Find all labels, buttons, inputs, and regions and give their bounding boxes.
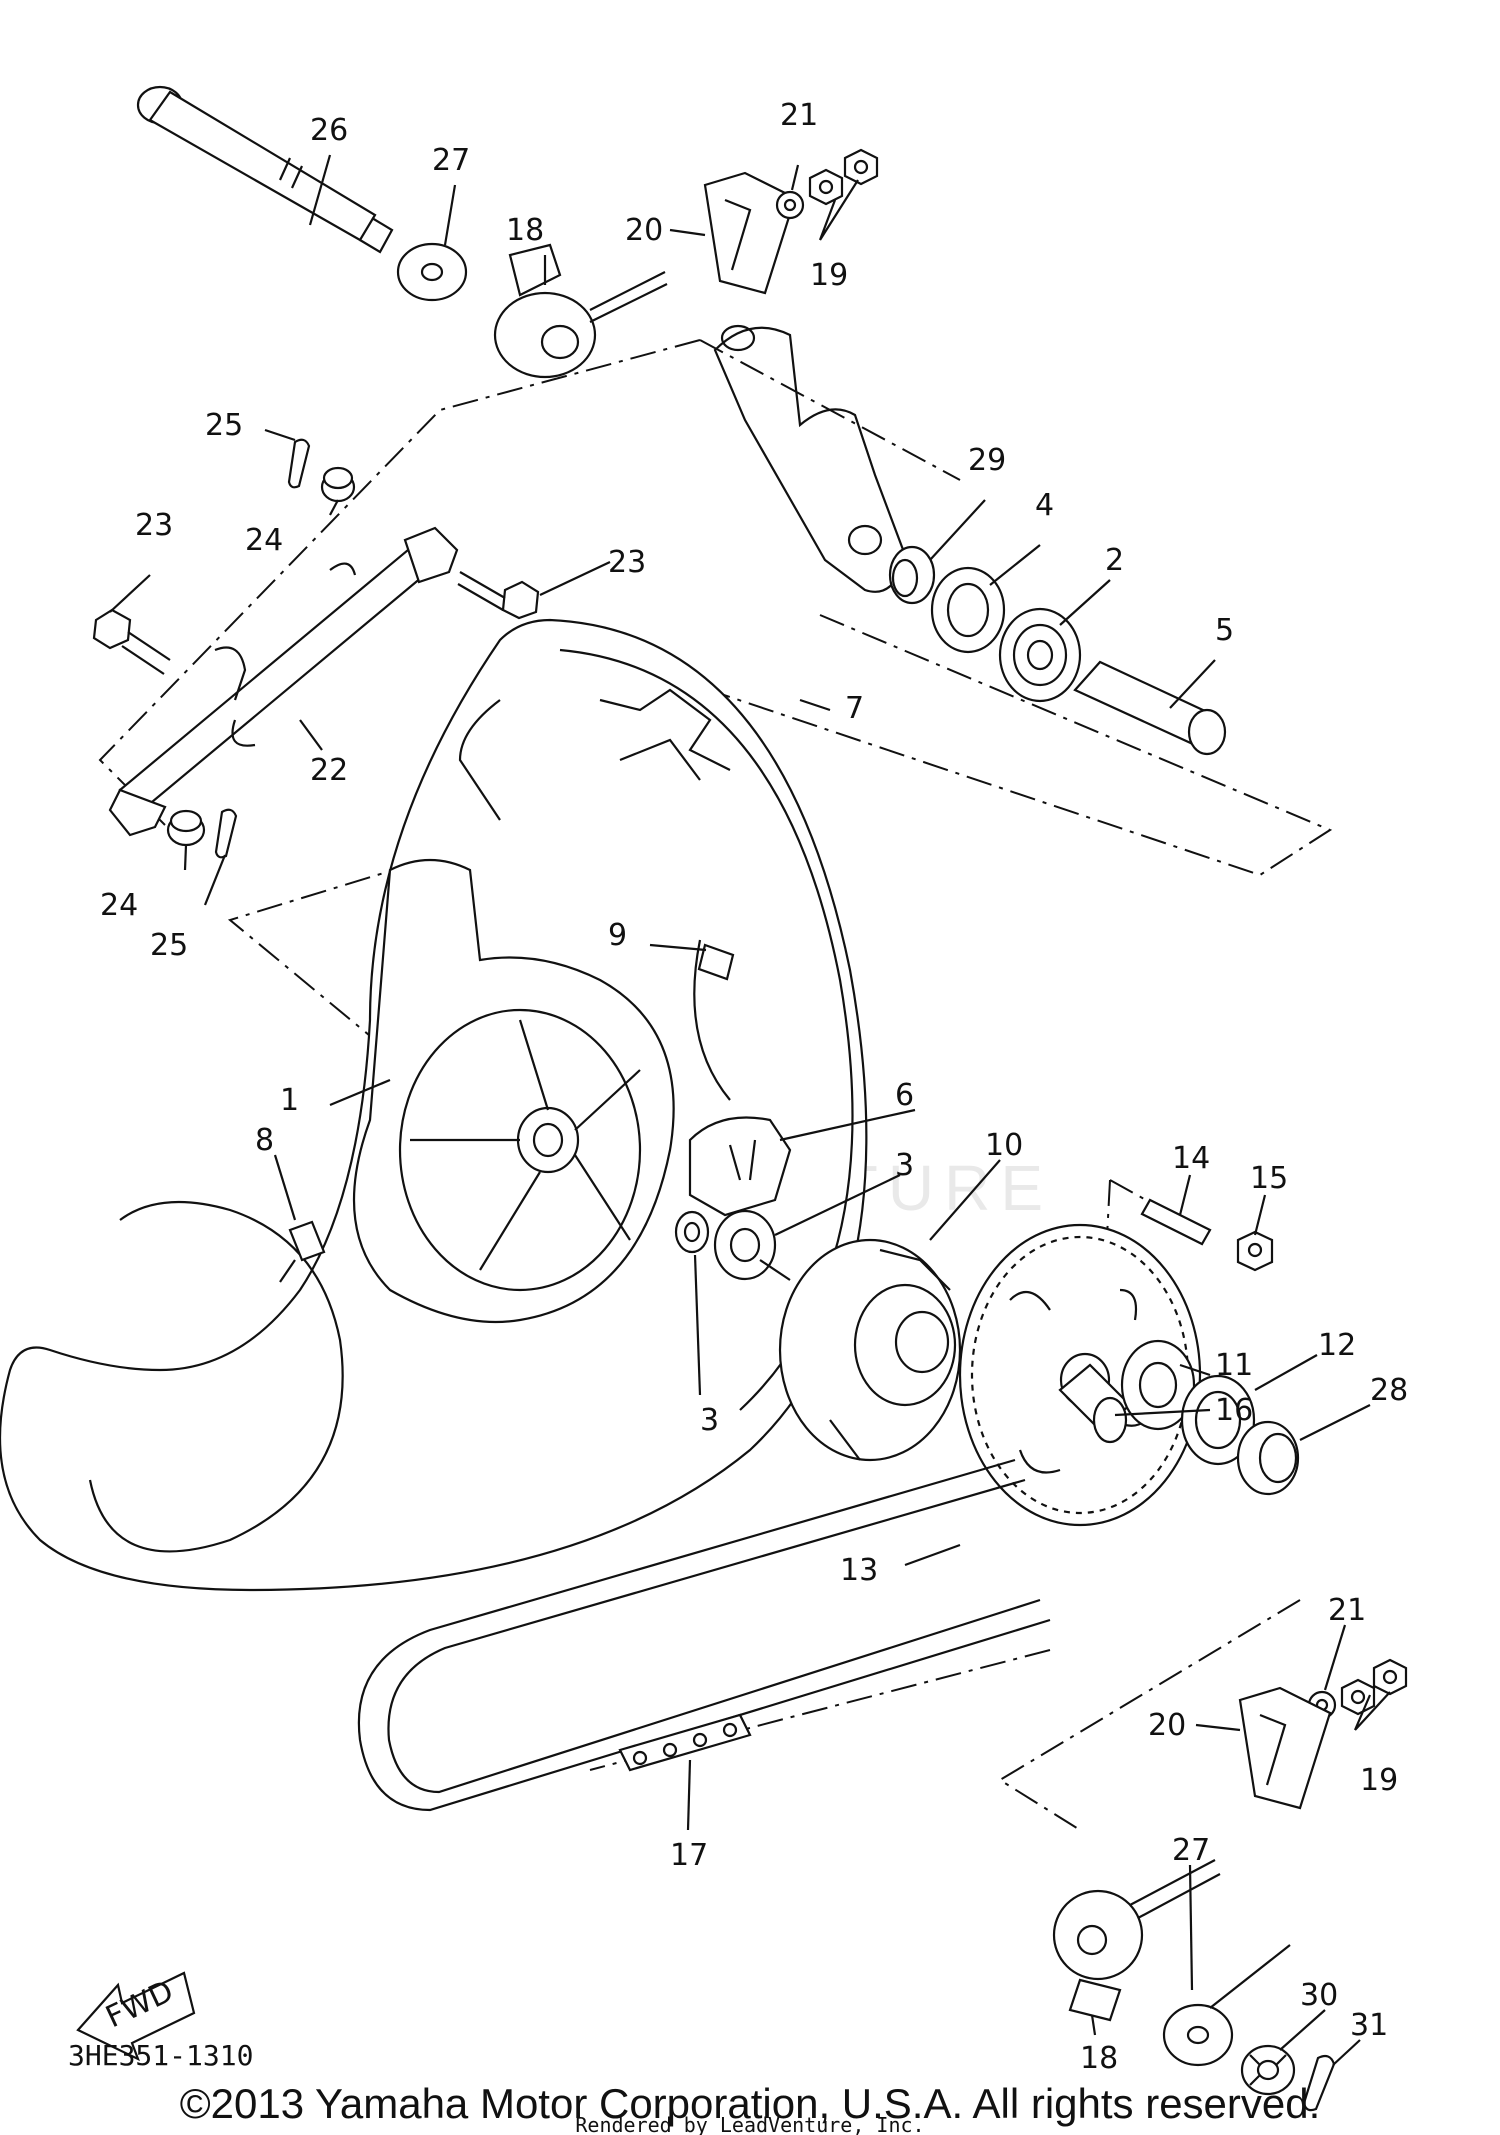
part-label-12: 12 [1318, 1328, 1356, 1363]
nuts-part-19-top [808, 148, 879, 206]
collar-part-29 [888, 545, 936, 605]
part-label-24-top: 24 [245, 523, 283, 558]
part-label-31: 31 [1350, 2008, 1388, 2043]
part-label-1: 1 [280, 1083, 299, 1118]
part-label-27-top: 27 [432, 143, 470, 178]
washer-part-21-top [775, 190, 805, 220]
leader-lines [109, 154, 1391, 2066]
part-label-8: 8 [255, 1123, 274, 1158]
spacer-part-5 [1073, 660, 1227, 756]
part-label-16: 16 [1215, 1393, 1253, 1428]
bolt-part-23-left [92, 608, 171, 675]
bearing-part-2 [998, 607, 1082, 703]
part-label-5: 5 [1215, 613, 1234, 648]
diagram-code: 3HE351-1310 [68, 2039, 253, 2072]
part-label-20-top: 20 [625, 213, 663, 248]
puller-block-part-20-top [703, 171, 797, 295]
cotter-pin-part-31 [1302, 2054, 1336, 2112]
part-label-9: 9 [608, 918, 627, 953]
part-label-3-lower: 3 [700, 1403, 719, 1438]
damper-part-6 [688, 1116, 792, 1217]
part-label-21-top: 21 [780, 98, 818, 133]
part-label-18-top: 18 [506, 213, 544, 248]
drive-chain-part-17 [357, 1458, 1051, 1812]
part-label-25-top: 25 [205, 408, 243, 443]
clip-part-9 [697, 943, 735, 981]
hub-part-10 [759, 1238, 962, 1462]
nuts-part-19-bottom [1340, 1658, 1408, 1716]
bearing-part-11 [1120, 1339, 1196, 1431]
wheel-part-1 [88, 858, 731, 1553]
copyright-notice: ©2013 Yamaha Motor Corporation, U.S.A. A… [180, 2080, 1321, 2127]
adjuster-part-18-bottom [1052, 1859, 1221, 2022]
valve-part-8 [279, 1220, 326, 1283]
castle-nut-part-30 [1240, 2044, 1296, 2096]
part-label-20-bottom: 20 [1148, 1708, 1186, 1743]
part-label-13: 13 [840, 1553, 878, 1588]
puller-block-part-20-bottom [1238, 1686, 1332, 1810]
part-label-24-bottom: 24 [100, 888, 138, 923]
washer-part-27-bottom [1162, 2003, 1234, 2067]
part-label-23-left: 23 [135, 508, 173, 543]
part-label-28: 28 [1370, 1373, 1408, 1408]
swingarm-outline [713, 324, 907, 593]
cotter-pin-part-25-bottom [214, 808, 238, 859]
oil-seal-part-4 [930, 566, 1006, 654]
part-label-22: 22 [310, 753, 348, 788]
bolt-part-23-right [457, 571, 540, 620]
part-label-21-bottom: 21 [1328, 1593, 1366, 1628]
collar-part-28 [1236, 1420, 1300, 1496]
nut-part-24-top [320, 466, 356, 503]
part-label-11: 11 [1215, 1348, 1253, 1383]
axle-part-26 [136, 85, 394, 254]
nut-part-15 [1236, 1230, 1274, 1272]
part-label-19-bottom: 19 [1360, 1763, 1398, 1798]
brake-stay-part-22 [108, 526, 459, 837]
part-label-7: 7 [845, 691, 864, 726]
part-label-6: 6 [895, 1078, 914, 1113]
rendered-by-notice: Rendered by LeadVenture, Inc. [575, 2113, 924, 2135]
part-label-19-top: 19 [810, 258, 848, 293]
bearing-part-3-lower [674, 1210, 710, 1254]
part-label-18-bottom: 18 [1080, 2041, 1118, 2076]
part-label-2: 2 [1105, 543, 1124, 578]
part-label-23-right: 23 [608, 545, 646, 580]
part-label-30: 30 [1300, 1978, 1338, 2013]
part-label-3-upper: 3 [895, 1148, 914, 1183]
part-label-4: 4 [1035, 488, 1054, 523]
collar-part-16 [1058, 1363, 1132, 1444]
part-label-27-bottom: 27 [1172, 1833, 1210, 1868]
washer-part-27-top [396, 242, 468, 302]
bearing-part-3-upper [713, 1209, 777, 1281]
part-label-15: 15 [1250, 1161, 1288, 1196]
nut-part-24-bottom [166, 809, 206, 847]
part-number-labels: 26 27 18 20 21 19 25 24 23 23 22 24 25 2… [100, 98, 1408, 2076]
part-label-25-bottom: 25 [150, 928, 188, 963]
stud-part-14 [1140, 1198, 1212, 1246]
part-label-26: 26 [310, 113, 348, 148]
adjuster-part-18-top [493, 243, 668, 379]
part-label-29: 29 [968, 443, 1006, 478]
part-label-10: 10 [985, 1128, 1023, 1163]
part-label-14: 14 [1172, 1141, 1210, 1176]
part-label-17: 17 [670, 1838, 708, 1873]
oil-seal-part-12 [1180, 1374, 1256, 1466]
cotter-pin-part-25-top [287, 438, 311, 489]
